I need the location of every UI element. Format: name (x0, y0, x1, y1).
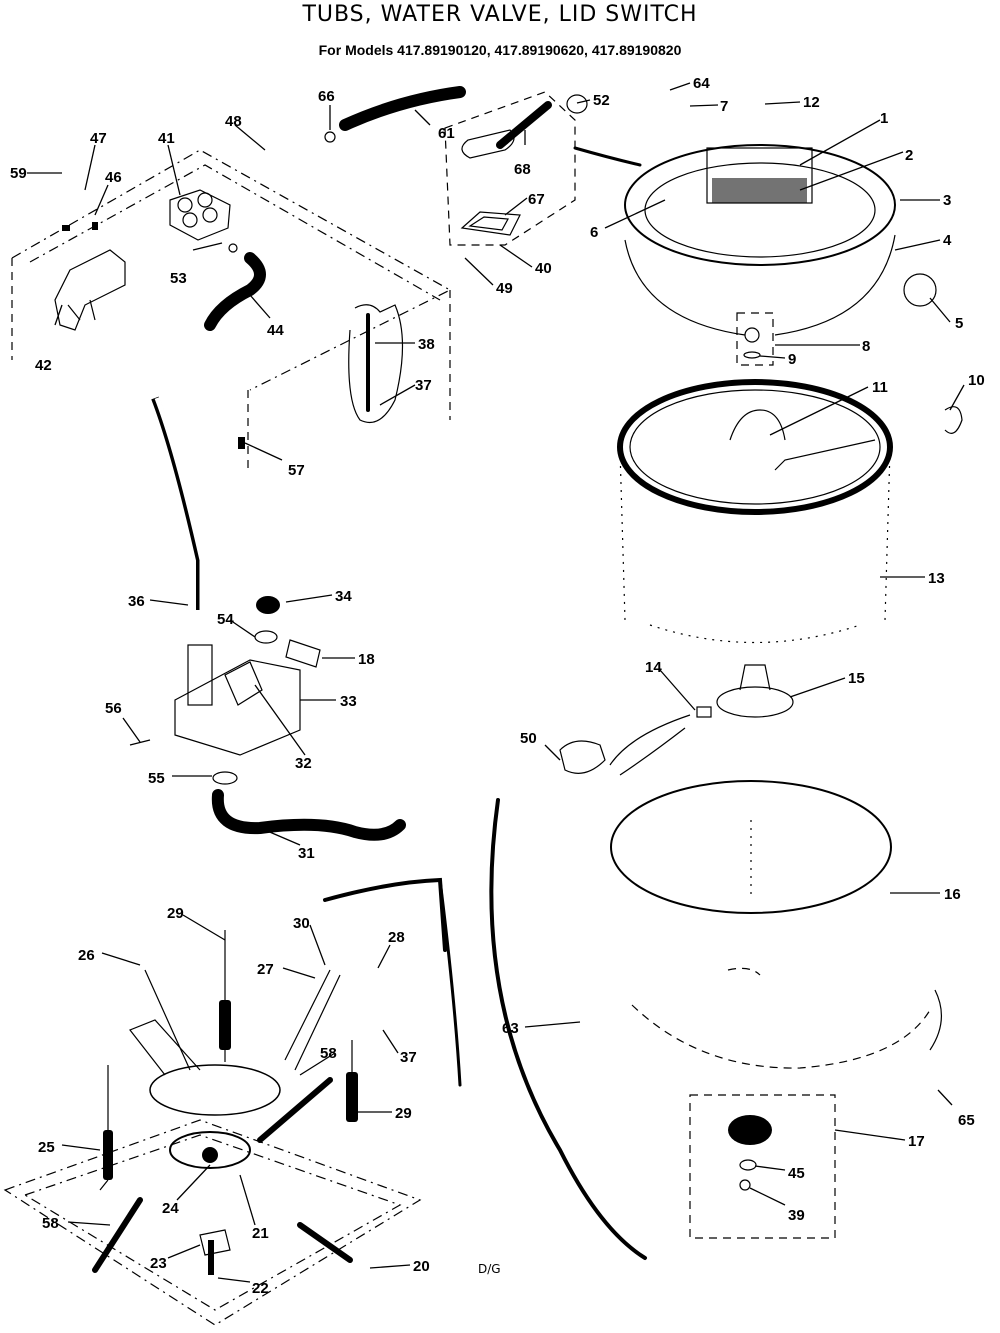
callout-21: 21 (252, 1225, 269, 1242)
callout-7: 7 (720, 98, 728, 115)
callout-48: 48 (225, 113, 242, 130)
callout-47: 47 (90, 130, 107, 147)
base-assembly (3, 969, 422, 1326)
inlet-hose-part (339, 86, 466, 131)
callout-20: 20 (413, 1258, 430, 1275)
callout-10: 10 (968, 372, 985, 389)
callout-13: 13 (928, 570, 945, 587)
callout-12: 12 (803, 94, 820, 111)
callout-16: 16 (944, 886, 961, 903)
drain-bracket-part (348, 304, 404, 424)
callout-17: 17 (908, 1133, 925, 1150)
callout-56: 56 (105, 700, 122, 717)
callout-59: 59 (10, 165, 27, 182)
diagram-code: D/G (478, 1262, 501, 1276)
callout-57: 57 (288, 462, 305, 479)
callout-37-bottom: 37 (400, 1049, 417, 1066)
pump-hose-part (211, 789, 406, 841)
inner-tub-part (617, 379, 963, 644)
callout-26: 26 (78, 947, 95, 964)
callout-18: 18 (358, 651, 375, 668)
callout-6: 6 (590, 224, 598, 241)
water-valve-part (169, 189, 238, 253)
tub-ring-part (610, 780, 892, 914)
boot-seal-part (736, 312, 774, 366)
pump-part (129, 396, 321, 785)
callout-29-right: 29 (395, 1105, 412, 1122)
callout-66: 66 (318, 88, 335, 105)
callout-11: 11 (872, 379, 888, 396)
cabinet-top-outline (11, 149, 452, 470)
callout-25: 25 (38, 1139, 55, 1156)
callout-2: 2 (905, 147, 913, 164)
callout-23: 23 (150, 1255, 167, 1272)
callout-4: 4 (943, 232, 952, 249)
callout-27: 27 (257, 961, 274, 978)
callout-39: 39 (788, 1207, 805, 1224)
callout-32: 32 (295, 755, 312, 772)
callout-8: 8 (862, 338, 870, 355)
callout-5: 5 (955, 315, 963, 332)
fill-hose-part (204, 252, 266, 331)
callout-53: 53 (170, 270, 187, 287)
callout-45: 45 (788, 1165, 805, 1182)
diagram-title: TUBS, WATER VALVE, LID SWITCH (302, 2, 698, 27)
lid-switch-part (54, 222, 126, 331)
callout-30: 30 (293, 915, 310, 932)
callout-63: 63 (502, 1020, 519, 1037)
callout-64: 64 (693, 75, 710, 92)
callout-58-upper: 58 (320, 1045, 337, 1062)
callout-65: 65 (958, 1112, 975, 1129)
callout-33: 33 (340, 693, 357, 710)
callout-38: 38 (418, 336, 435, 353)
callout-28: 28 (388, 929, 405, 946)
hub-part (559, 664, 794, 776)
callout-49: 49 (496, 280, 513, 297)
callout-36: 36 (128, 593, 145, 610)
washer-66-part (324, 131, 336, 143)
clip-57-part (238, 437, 245, 449)
callout-41: 41 (158, 130, 175, 147)
leader-lines (27, 82, 965, 1283)
dispenser-group (444, 91, 588, 246)
callout-14: 14 (645, 659, 662, 676)
callout-1: 1 (880, 110, 888, 127)
callout-40: 40 (535, 260, 552, 277)
callout-24: 24 (162, 1200, 179, 1217)
callout-54: 54 (217, 611, 234, 628)
cover-seal-detail-circle (903, 273, 937, 307)
outer-tub-bottom-part (631, 967, 943, 1069)
callout-labels: 1 2 3 4 5 6 7 8 9 10 11 12 13 14 15 16 1… (10, 75, 985, 1297)
callout-67: 67 (528, 191, 545, 208)
callout-15: 15 (848, 670, 865, 687)
callout-46: 46 (105, 169, 122, 186)
callout-31: 31 (298, 845, 315, 862)
callout-42: 42 (35, 357, 52, 374)
callout-44: 44 (267, 322, 284, 339)
callout-55: 55 (148, 770, 165, 787)
models-subtitle: For Models 417.89190120, 417.89190620, 4… (318, 42, 682, 58)
callout-22: 22 (252, 1280, 269, 1297)
callout-34: 34 (335, 588, 352, 605)
springs (92, 930, 358, 1273)
callout-29-top: 29 (167, 905, 184, 922)
callout-61: 61 (438, 125, 455, 142)
callout-52: 52 (593, 92, 610, 109)
tub-cover-part (573, 144, 937, 336)
callout-58-lower: 58 (42, 1215, 59, 1232)
callout-50: 50 (520, 730, 537, 747)
callout-3: 3 (943, 192, 951, 209)
seal-kit-group (689, 1094, 836, 1239)
callout-68: 68 (514, 161, 531, 178)
callout-9: 9 (788, 351, 796, 368)
callout-37-top: 37 (415, 377, 432, 394)
